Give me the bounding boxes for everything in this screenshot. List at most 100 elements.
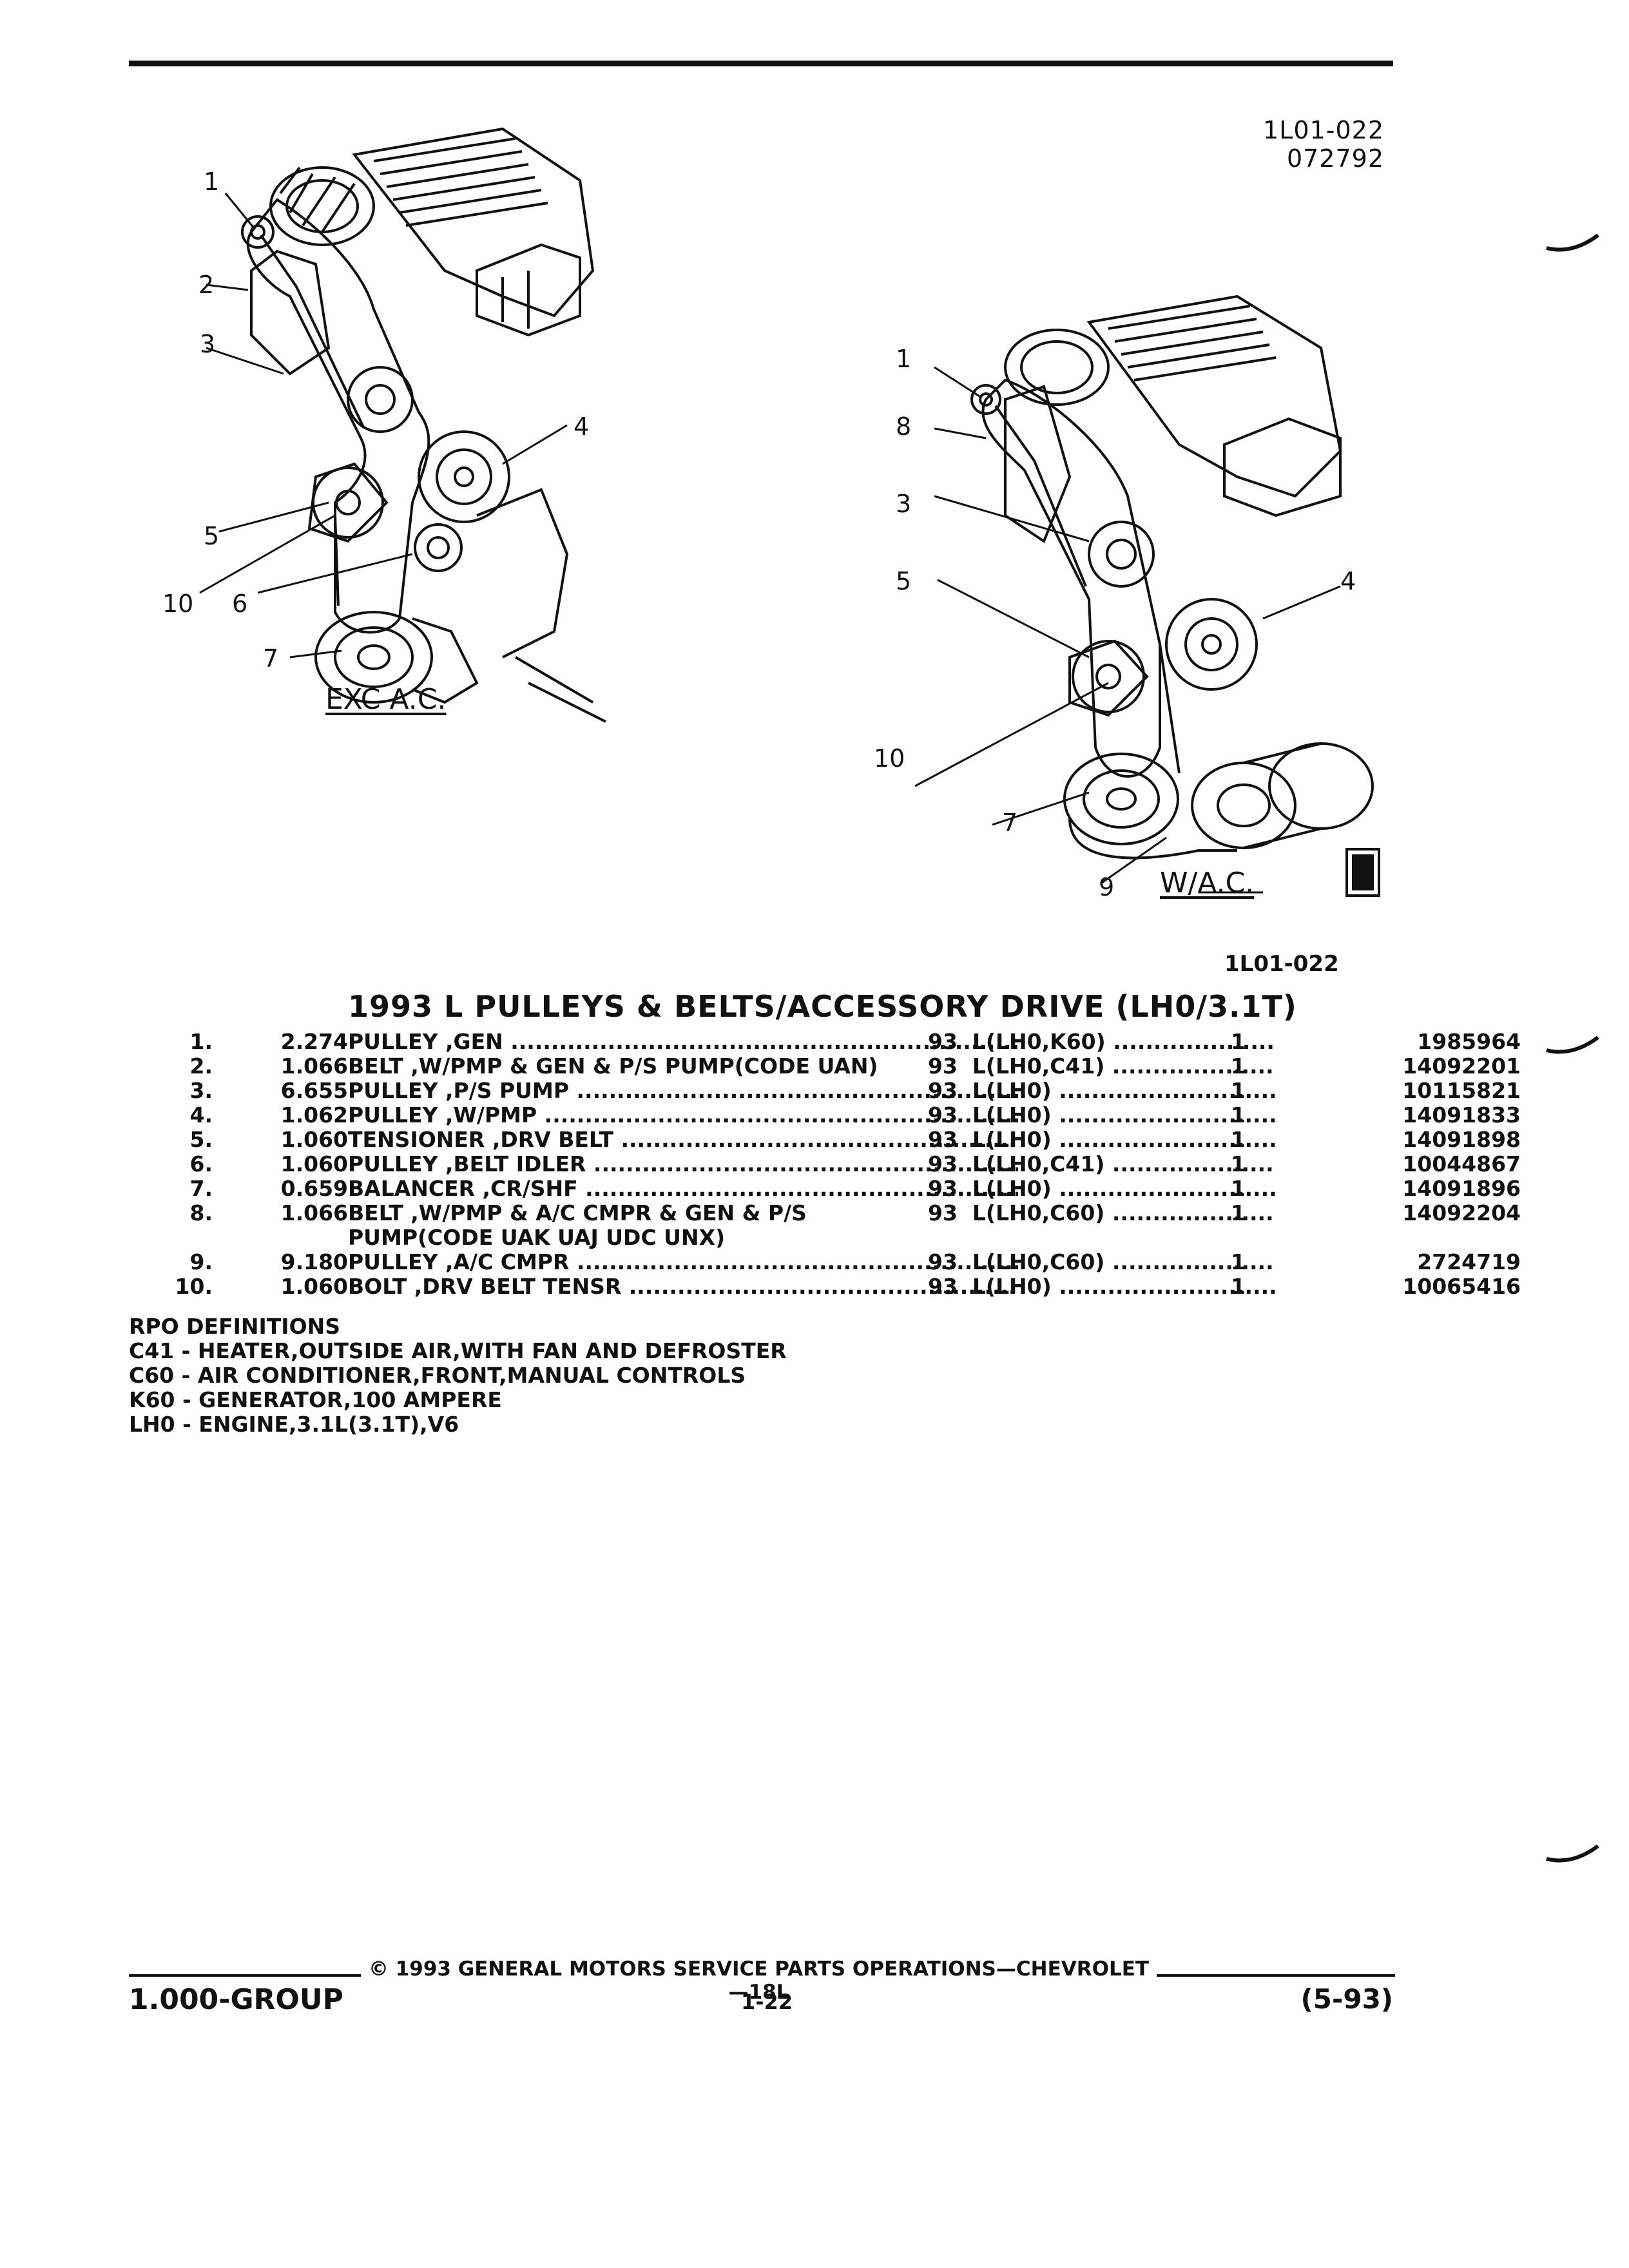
item-number: 3. [189, 1078, 213, 1103]
part-description: BELT ,W/PMP & A/C CMPR & GEN & P/S [348, 1201, 807, 1225]
top-rule [129, 61, 1393, 66]
part-number: 14091833 [1402, 1102, 1521, 1128]
rpo-item: K60 - GENERATOR,100 AMPERE [129, 1387, 502, 1412]
group-number: 1.062 [280, 1102, 348, 1128]
footer-date: (5-93) [1300, 1983, 1394, 2015]
engine-diagram-exc-ac [199, 127, 606, 723]
part-description: PULLEY ,BELT IDLER .....................… [348, 1152, 1018, 1177]
item-number: 8. [189, 1200, 213, 1225]
part-description: BELT ,W/PMP & GEN & P/S PUMP(CODE UAN) [348, 1054, 878, 1079]
callout-7: 7 [263, 644, 279, 673]
quantity: 1 [1231, 1127, 1246, 1152]
section-title: 1993 L PULLEYS & BELTS/ACCESSORY DRIVE (… [348, 989, 1297, 1024]
part-number: 14091896 [1402, 1176, 1521, 1201]
group-number: 1.066 [280, 1200, 348, 1225]
quantity: 1 [1231, 1176, 1246, 1201]
model-usage: 93 L(LH0) ..............................… [928, 1274, 1276, 1299]
parts-row: 6. 1.060 PULLEY ,BELT IDLER ............… [129, 1151, 1521, 1177]
callout-2: 2 [198, 271, 215, 299]
part-description: PULLEY ,A/C CMPR .......................… [348, 1250, 1018, 1274]
parts-row: 3. 6.655 PULLEY ,P/S PUMP ..............… [129, 1078, 1521, 1103]
model-usage: 93 L(LH0) ..............................… [928, 1079, 1276, 1103]
part-number: 14091898 [1402, 1127, 1521, 1152]
footer-page-number: 1-22 [741, 1990, 793, 2014]
callout-4: 4 [574, 412, 590, 441]
part-number: 10044867 [1402, 1151, 1521, 1177]
footer-copyright: © 1993 GENERAL MOTORS SERVICE PARTS OPER… [368, 1957, 1150, 2004]
model-usage: 93 L(LH0,C60) ...................... [928, 1250, 1276, 1274]
rpo-title: RPO DEFINITIONS [129, 1314, 341, 1339]
rpo-item: C60 - AIR CONDITIONER,FRONT,MANUAL CONTR… [129, 1363, 746, 1388]
parts-row: 9. 9.180 PULLEY ,A/C CMPR ..............… [129, 1249, 1521, 1274]
model-usage: 93 L(LH0) ..............................… [928, 1128, 1276, 1152]
group-number: 1.060 [280, 1151, 348, 1177]
item-number: 1. [189, 1029, 213, 1054]
callout-5: 5 [204, 522, 220, 550]
quantity: 1 [1231, 1053, 1246, 1079]
part-number: 2724719 [1417, 1249, 1521, 1274]
item-number: 2. [189, 1053, 213, 1079]
item-number: 5. [189, 1127, 213, 1152]
part-description: PULLEY ,W/PMP ..........................… [348, 1103, 1018, 1128]
group-number: 9.180 [280, 1249, 348, 1274]
part-description-continued: PUMP(CODE UAK UAJ UDC UNX) [348, 1225, 726, 1250]
item-number: 4. [189, 1102, 213, 1128]
parts-row: 1. 2.274 PULLEY ,GEN ...................… [129, 1029, 1521, 1054]
part-number: 1985964 [1417, 1029, 1521, 1054]
part-description: PULLEY ,GEN ............................… [348, 1030, 1018, 1054]
part-description: BALANCER ,CR/SHF .......................… [348, 1177, 1018, 1201]
group-number: 6.655 [280, 1078, 348, 1103]
callout-4-ac: 4 [1340, 567, 1356, 595]
callout-3: 3 [200, 330, 216, 358]
group-number: 1.060 [280, 1127, 348, 1152]
parts-row: 2. 1.066 BELT ,W/PMP & GEN & P/S PUMP(CO… [129, 1053, 1521, 1079]
item-number: 9. [189, 1249, 213, 1274]
figure-caption-with-ac: W/A.C. [1160, 867, 1255, 899]
group-number: 0.659 [280, 1176, 348, 1201]
quantity: 1 [1231, 1274, 1246, 1299]
part-number: 10115821 [1402, 1078, 1521, 1103]
illustration-date: 072792 [1286, 144, 1384, 173]
callout-9-ac: 9 [1099, 873, 1115, 901]
callout-7-ac: 7 [1002, 809, 1018, 837]
item-number: 6. [189, 1151, 213, 1177]
part-number: 10065416 [1402, 1274, 1521, 1299]
rpo-item: C41 - HEATER,OUTSIDE AIR,WITH FAN AND DE… [129, 1338, 787, 1363]
item-number: 7. [189, 1176, 213, 1201]
part-number: 14092204 [1402, 1200, 1521, 1225]
callout-5-ac: 5 [896, 567, 912, 595]
parts-row: 8. 1.066 BELT ,W/PMP & A/C CMPR & GEN & … [129, 1200, 1521, 1250]
engine-diagram-with-ac [914, 294, 1380, 897]
quantity: 1 [1231, 1078, 1246, 1103]
model-usage: 93 L(LH0,C41) ...................... [928, 1054, 1276, 1079]
illustration-ref: 1L01-022 [1224, 951, 1339, 977]
part-description: PULLEY ,P/S PUMP .......................… [348, 1079, 1018, 1103]
model-usage: 93 L(LH0,K60) ...................... [928, 1030, 1276, 1054]
binder-marks [1546, 233, 1599, 1863]
parts-row: 10. 1.060 BOLT ,DRV BELT TENSR .........… [129, 1274, 1521, 1299]
gm-spo-logo [1345, 848, 1380, 897]
model-usage: 93 L(LH0) ..............................… [928, 1103, 1276, 1128]
footer-rule-right [1157, 1974, 1395, 1977]
rpo-item: LH0 - ENGINE,3.1L(3.1T),V6 [129, 1412, 459, 1437]
model-usage: 93 L(LH0,C41) ...................... [928, 1152, 1276, 1177]
quantity: 1 [1231, 1102, 1246, 1128]
parts-row: 7. 0.659 BALANCER ,CR/SHF ..............… [129, 1176, 1521, 1201]
parts-row: 4. 1.062 PULLEY ,W/PMP .................… [129, 1102, 1521, 1128]
part-description: BOLT ,DRV BELT TENSR ...................… [348, 1274, 1018, 1299]
quantity: 1 [1231, 1249, 1246, 1274]
callout-10-ac: 10 [874, 744, 905, 773]
callout-3-ac: 3 [896, 490, 912, 518]
callout-1-ac: 1 [896, 345, 912, 373]
footer-group: 1.000-GROUP [129, 1983, 343, 2016]
group-number: 1.060 [280, 1274, 348, 1299]
quantity: 1 [1231, 1151, 1246, 1177]
quantity: 1 [1231, 1200, 1246, 1225]
group-number: 2.274 [280, 1029, 348, 1054]
part-number: 14092201 [1402, 1053, 1521, 1079]
footer-rule-left [129, 1974, 361, 1977]
callout-1: 1 [204, 168, 220, 196]
callout-8-ac: 8 [896, 412, 912, 441]
parts-list: 1. 2.274 PULLEY ,GEN ...................… [129, 1029, 1521, 1299]
model-usage: 93 L(LH0) ..............................… [928, 1177, 1276, 1201]
